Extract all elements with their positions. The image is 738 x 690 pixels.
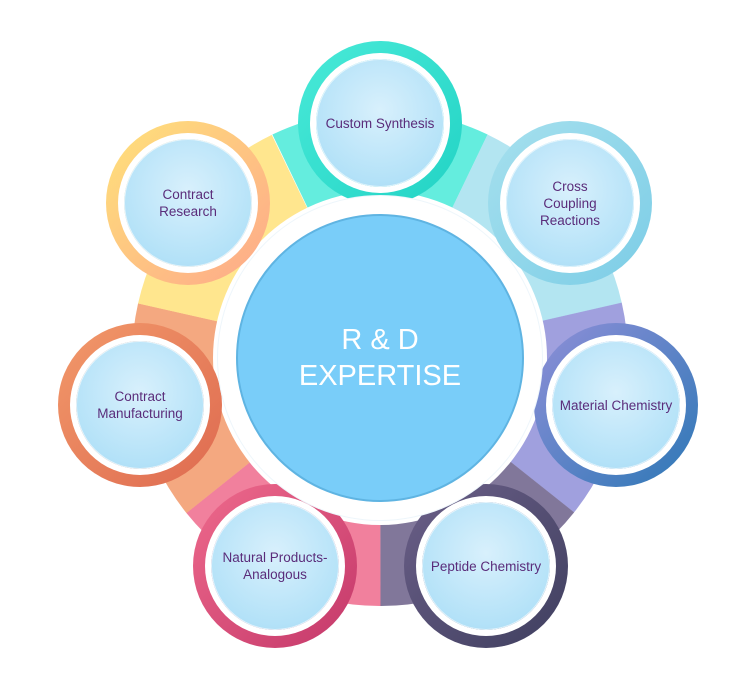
- node-inner: Custom Synthesis: [316, 59, 444, 187]
- node-custom-synthesis: Custom Synthesis: [298, 41, 462, 205]
- node-inner: Cross Coupling Reactions: [506, 139, 634, 267]
- node-label: Peptide Chemistry: [430, 558, 542, 574]
- center-circle: R & D EXPERTISE: [218, 196, 542, 520]
- node-cross-coupling-reactions: Cross Coupling Reactions: [488, 121, 652, 285]
- node-label: Cross Coupling Reactions: [539, 178, 601, 228]
- node-inner: Natural Products- Analogous: [211, 502, 339, 630]
- node-label: Contract Research: [159, 187, 217, 219]
- node-label: Custom Synthesis: [325, 115, 435, 131]
- node-label: Natural Products- Analogous: [222, 550, 328, 582]
- node-label: Material Chemistry: [559, 397, 673, 413]
- node-material-chemistry: Material Chemistry: [534, 323, 698, 487]
- node-contract-research: Contract Research: [106, 121, 270, 285]
- node-peptide-chemistry: Peptide Chemistry: [404, 484, 568, 648]
- node-inner: Contract Research: [124, 139, 252, 267]
- center-inner: R & D EXPERTISE: [236, 214, 524, 502]
- center-label: R & D EXPERTISE: [298, 324, 462, 392]
- node-inner: Contract Manufacturing: [76, 341, 204, 469]
- node-contract-manufacturing: Contract Manufacturing: [58, 323, 222, 487]
- node-inner: Material Chemistry: [552, 341, 680, 469]
- node-inner: Peptide Chemistry: [422, 502, 550, 630]
- node-label: Contract Manufacturing: [97, 389, 183, 421]
- node-natural-products-analogous: Natural Products- Analogous: [193, 484, 357, 648]
